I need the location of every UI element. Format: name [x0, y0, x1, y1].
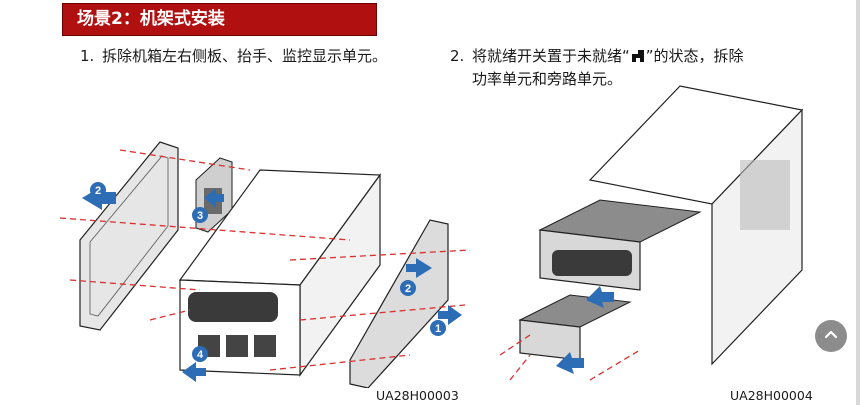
figure-code: UA28H00003: [376, 388, 459, 403]
svg-text:2: 2: [405, 283, 411, 295]
rack-cabinet: [588, 85, 804, 366]
power-unit: [538, 199, 702, 291]
section-title: 场景2：机架式安装: [77, 9, 225, 29]
section-banner: 场景2：机架式安装: [62, 3, 377, 36]
svg-text:3: 3: [197, 210, 203, 222]
step-text-line1: 将就绪开关置于未就绪“: [472, 47, 630, 65]
step-number: 1.: [80, 47, 95, 65]
direction-arrows: [82, 186, 462, 382]
svg-text:4: 4: [197, 349, 204, 361]
step-text: 拆除机箱左右侧板、抬手、监控显示单元。: [102, 47, 388, 65]
bypass-unit: [518, 294, 632, 361]
svg-text:1: 1: [435, 323, 441, 335]
scrollbar-track[interactable]: [856, 0, 860, 405]
step-number: 2.: [450, 47, 465, 65]
figure-module-removal: [490, 80, 820, 390]
step-1: 1. 拆除机箱左右侧板、抬手、监控显示单元。: [80, 46, 440, 67]
guide-lines: [59, 149, 471, 371]
step-text-line1-end: ”的状态，拆除: [645, 47, 744, 65]
svg-text:2: 2: [95, 185, 101, 197]
figure-disassembly: 2 3 2 1 4: [50, 130, 480, 389]
step-2: 2. 将就绪开关置于未就绪“ ”的状态，拆除 功率单元和旁路单元。: [450, 46, 810, 90]
lock-switch-icon: [631, 48, 645, 69]
step-text-line2: 功率单元和旁路单元。: [472, 70, 623, 88]
chevron-up-icon: [823, 326, 839, 346]
left-side-panel: [79, 141, 179, 331]
direction-arrows: [556, 286, 614, 374]
right-side-panel: [349, 219, 449, 389]
scroll-to-top-button[interactable]: [815, 320, 847, 352]
callouts: 2 3 2 1 4: [90, 182, 446, 362]
figure-code: UA28H00004: [730, 388, 813, 403]
cabinet-body: [178, 169, 382, 377]
guide-lines: [499, 334, 641, 381]
